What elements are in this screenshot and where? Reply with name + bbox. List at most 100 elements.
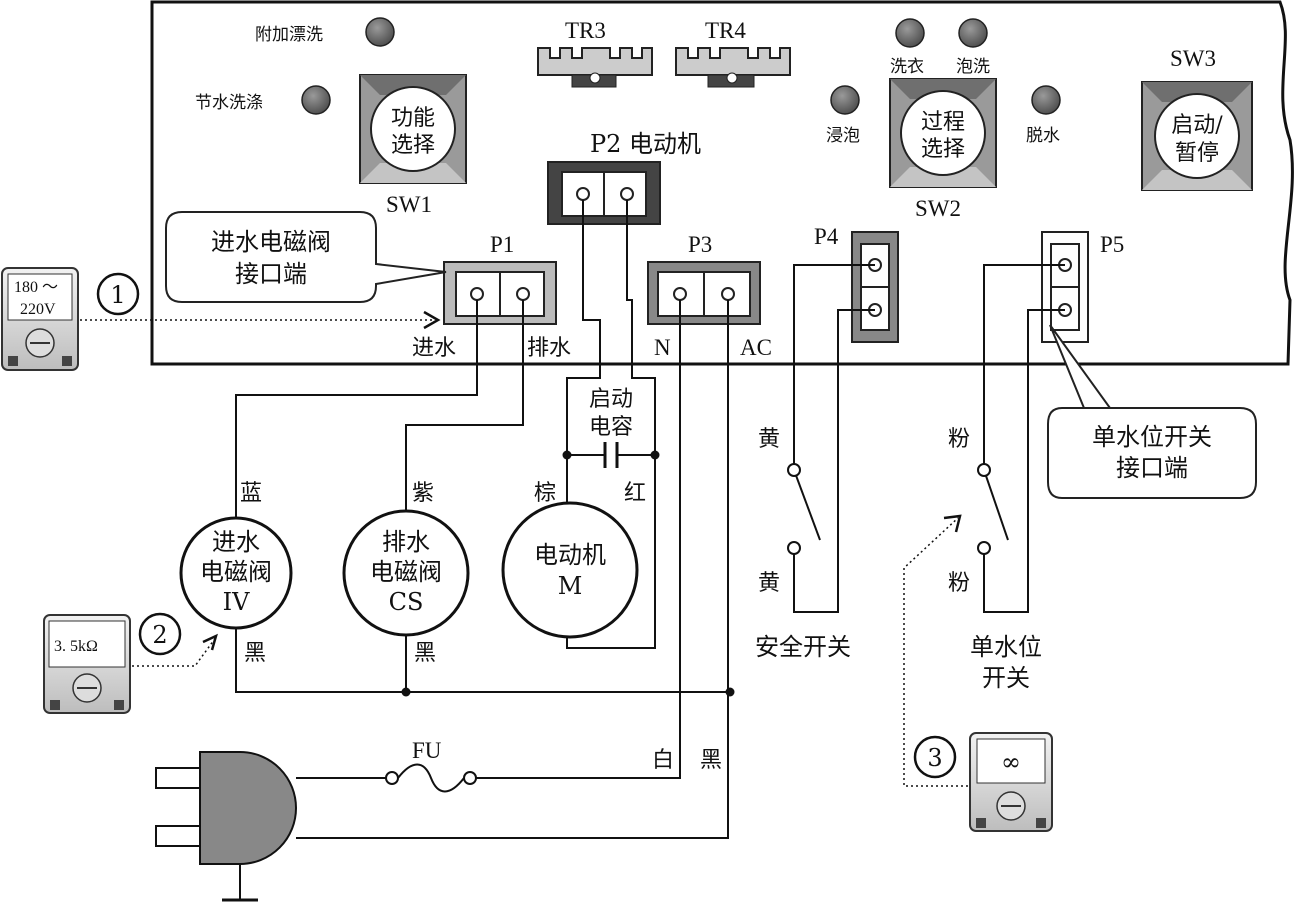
motor: [501, 501, 639, 639]
meter2-pointer: [132, 639, 215, 667]
led-paoxi: [958, 18, 988, 48]
led-jieshui: [301, 85, 331, 115]
fuse: [385, 763, 477, 793]
wire-yellow-top-label: 黄: [758, 427, 780, 452]
wire-white-label: 白: [652, 748, 674, 773]
valve-port-callout-text-1: 进水电磁阀: [211, 228, 331, 256]
cs-text-3: CS: [389, 588, 424, 616]
led-jinpao: [830, 85, 860, 115]
wire-red-label: 红: [624, 481, 646, 506]
cs-text-2: 电磁阀: [370, 558, 442, 586]
marker-2-num: 2: [152, 621, 167, 649]
wire-black-iv-label: 黑: [244, 641, 266, 666]
p3-connector: [647, 261, 761, 325]
led-jieshui-label: 节水洗涤: [195, 93, 263, 113]
meter1-arrowhead: [423, 310, 441, 330]
p1-connector: [443, 261, 557, 325]
led-paoxi-label: 泡洗: [956, 57, 990, 77]
level-port-callout-text-2: 接口端: [1116, 454, 1188, 482]
marker-3: [913, 735, 957, 779]
led-tuoshui: [1031, 85, 1061, 115]
led-xiyi: [895, 18, 925, 48]
sw1-text-1: 功能: [391, 106, 435, 131]
led-xiyi-label: 洗衣: [890, 57, 924, 77]
wire-pink-top-label: 粉: [948, 427, 970, 452]
wire-brown-label: 棕: [534, 481, 556, 506]
tr4-label: TR4: [705, 18, 746, 43]
motor-text-2: M: [558, 572, 583, 600]
tr3-heatsink: [537, 47, 653, 88]
sw2-text-1: 过程: [921, 110, 965, 135]
p5-label: P5: [1100, 232, 1124, 257]
tr3-label: TR3: [565, 18, 606, 43]
iv-text-3: IV: [223, 588, 250, 616]
p1-label: P1: [490, 232, 514, 257]
led-fujia-label: 附加漂洗: [255, 25, 323, 45]
sw1-text-2: 选择: [391, 133, 435, 158]
p4-connector: [851, 231, 899, 343]
start-cap-label-2: 电容: [589, 415, 633, 440]
cs-valve: [342, 509, 470, 637]
p3-label: P3: [688, 232, 712, 257]
iv-text-1: 进水: [212, 528, 260, 556]
sw2-label: SW2: [915, 196, 961, 221]
sw2-button: 过程 选择: [889, 78, 997, 188]
marker-1: [96, 272, 140, 316]
sw3-text-1: 启动/: [1171, 113, 1223, 138]
meter3-pointer: [903, 517, 968, 787]
iv-valve: [179, 516, 293, 630]
switch-contacts: [787, 463, 991, 555]
motor-text-1: 电动机: [534, 541, 606, 569]
meter1-reading-1: 180 ～: [14, 279, 58, 296]
jinshui-label: 进水: [412, 336, 456, 361]
meter1-reading-2: 220V: [20, 301, 56, 318]
wire-yellow-bottom-label: 黄: [758, 571, 780, 596]
start-capacitor: [603, 442, 619, 468]
meter3-arrowhead: [943, 514, 962, 533]
paishui-label: 排水: [527, 336, 571, 361]
power-plug: [155, 751, 297, 902]
p2-connector: [547, 161, 661, 225]
ac-label: AC: [740, 335, 772, 360]
multimeter-3: [969, 732, 1053, 832]
meter3-reading: ∞: [1001, 748, 1021, 776]
sw1-label: SW1: [386, 192, 432, 217]
start-cap-label-1: 启动: [589, 387, 633, 412]
sw2-text-2: 选择: [921, 137, 965, 162]
wire-black-ac-label: 黑: [700, 748, 722, 773]
safety-switch-label: 安全开关: [755, 633, 851, 661]
valve-port-callout: 进水电磁阀 接口端: [165, 211, 447, 303]
n-label: N: [654, 335, 671, 360]
wire-blue-label: 蓝: [240, 481, 262, 506]
marker-3-num: 3: [927, 744, 942, 772]
multimeter-1: [1, 267, 79, 371]
cs-text-1: 排水: [382, 528, 430, 556]
sw3-text-2: 暂停: [1175, 141, 1219, 166]
wiring: [235, 200, 1065, 839]
marker-1-num: 1: [110, 281, 125, 309]
meter2-arrowhead: [202, 633, 218, 651]
wire-black-cs-label: 黑: [414, 641, 436, 666]
sw1-button: 功能 选择: [359, 74, 467, 184]
level-port-callout-text-1: 单水位开关: [1092, 423, 1212, 451]
tr4-heatsink: [675, 47, 791, 88]
sw3-button: 启动/ 暂停: [1141, 81, 1253, 191]
level-switch-label-1: 单水位: [970, 633, 1042, 661]
p5-connector: [1041, 231, 1089, 343]
wire-purple-label: 紫: [412, 481, 434, 506]
p2-label: P2 电动机: [590, 130, 701, 158]
junction-dots: [401, 450, 735, 697]
wire-pink-bottom-label: 粉: [948, 571, 970, 596]
fuse-label: FU: [412, 738, 442, 763]
level-switch-label-2: 开关: [982, 664, 1030, 692]
led-fujia: [365, 17, 395, 47]
p4-label: P4: [814, 224, 839, 249]
valve-port-callout-text-2: 接口端: [235, 260, 307, 288]
marker-2: [138, 612, 182, 656]
multimeter-2: [43, 614, 131, 714]
meter2-reading: 3. 5kΩ: [54, 638, 98, 655]
led-jinpao-label: 浸泡: [826, 126, 860, 146]
led-tuoshui-label: 脱水: [1026, 126, 1060, 146]
iv-text-2: 电磁阀: [200, 558, 272, 586]
